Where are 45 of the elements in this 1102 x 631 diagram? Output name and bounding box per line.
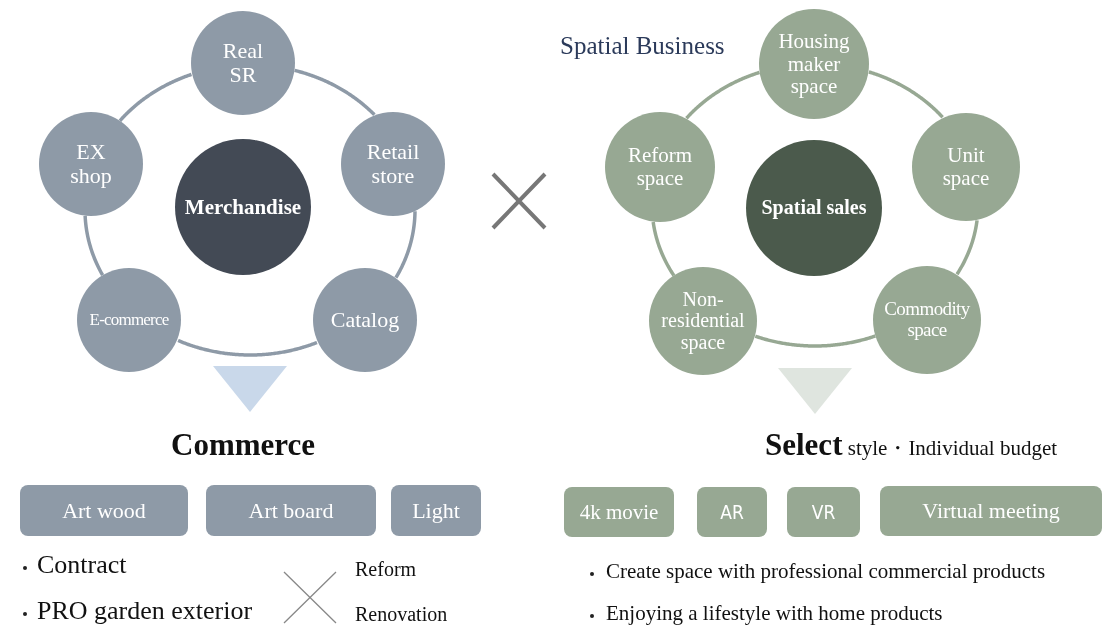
node-label: AR	[719, 501, 745, 523]
ring-connector	[955, 219, 979, 276]
node-label: Reform space	[626, 144, 694, 190]
ring-connector	[868, 70, 944, 119]
rounded-box	[20, 485, 188, 536]
node-label: Non-residential space	[660, 288, 746, 354]
section-heading: Spatial Business	[560, 32, 725, 60]
node-label: Virtual meeting	[921, 499, 1061, 523]
node-label: 4k movie	[578, 500, 660, 524]
node-label: Real SR	[221, 39, 265, 87]
section-heading: Select style・Individual budget	[765, 427, 1058, 463]
ring-connector	[177, 338, 318, 357]
rounded-box	[391, 485, 481, 536]
rounded-box	[697, 487, 767, 537]
ring-connector	[685, 70, 761, 120]
node-label: E-commerce	[89, 310, 169, 330]
node-label: Art board	[247, 498, 335, 523]
node-label: Spatial sales	[761, 197, 867, 219]
node-label: Art wood	[61, 498, 147, 523]
rounded-box	[880, 486, 1102, 536]
node-label: Catalog	[330, 308, 400, 332]
node-label: Unit space	[941, 144, 991, 190]
bullet-text: Enjoying a lifestyle with home products	[606, 601, 943, 626]
node-label: Housing maker space	[777, 30, 851, 98]
section-heading: Commerce	[171, 427, 315, 463]
node-label: Retail store	[365, 140, 421, 188]
ring-connector	[394, 210, 417, 279]
node-label: Light	[411, 498, 461, 523]
rounded-box	[206, 485, 376, 536]
rounded-box	[564, 487, 674, 537]
node-label: Merchandise	[184, 195, 302, 219]
ring-connector	[83, 214, 105, 277]
node-label: EX shop	[69, 140, 113, 188]
bullet-text: Contract	[37, 550, 127, 580]
ring-connector	[754, 334, 876, 348]
note-text: Reform	[355, 558, 417, 581]
bullet-text: PRO garden exterior	[37, 596, 253, 626]
ring-connector	[651, 221, 676, 277]
node-label: Commodity space	[883, 299, 971, 341]
ring-connector	[118, 72, 193, 122]
rounded-box	[787, 487, 860, 537]
note-text: Renovation	[355, 603, 448, 626]
bullet-text: Create space with professional commercial products	[606, 559, 1046, 584]
node-label: VR	[810, 501, 837, 523]
ring-connector	[293, 68, 376, 116]
